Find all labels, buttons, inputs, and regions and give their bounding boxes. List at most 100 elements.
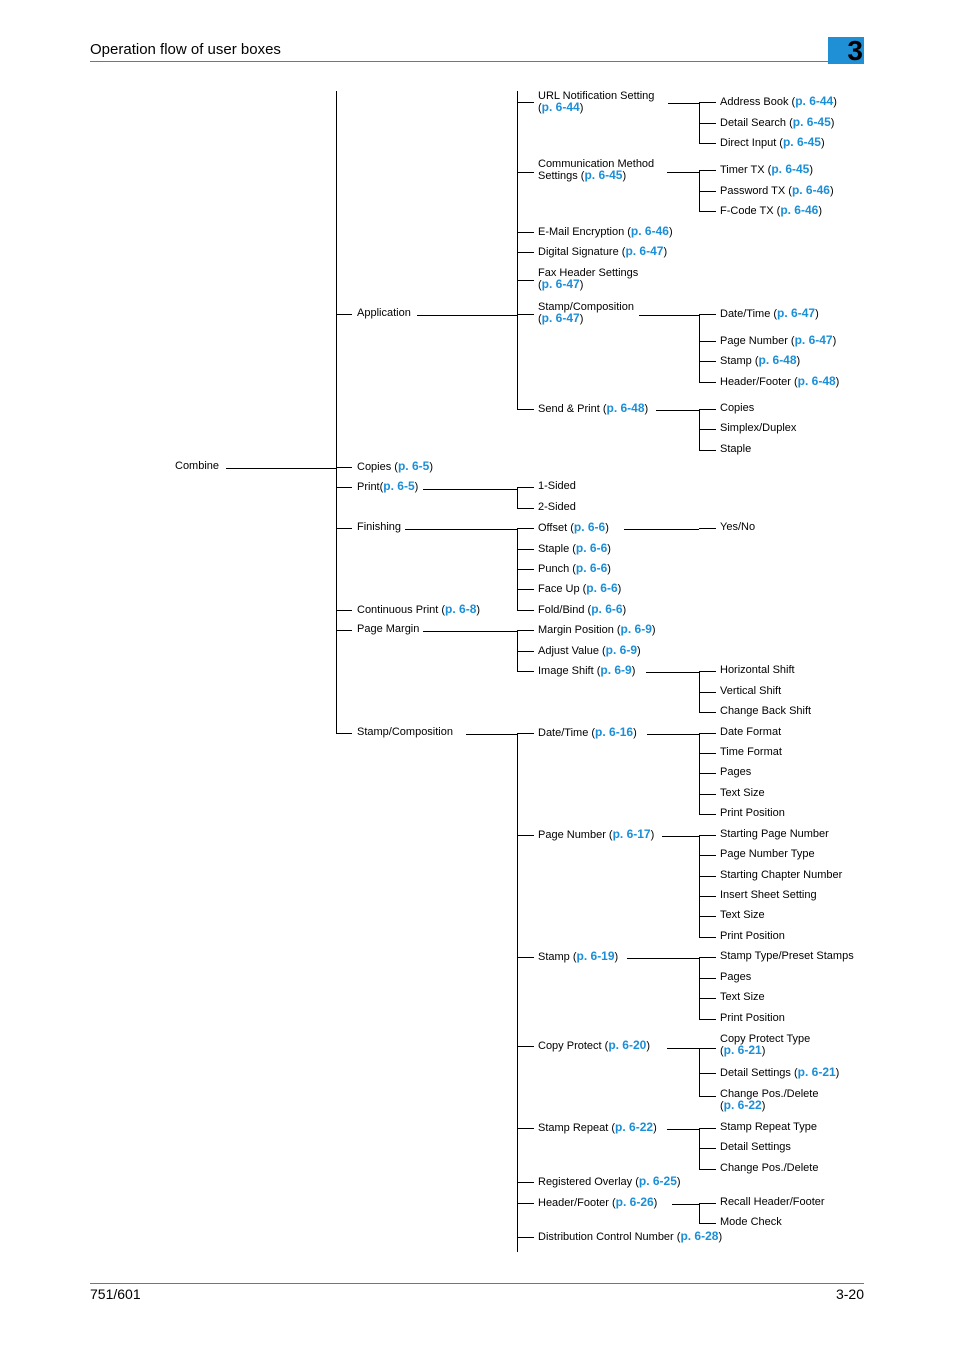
tree-node-text: Staple ( bbox=[538, 543, 576, 555]
tree-node-srt: Stamp Repeat Type bbox=[720, 1122, 817, 1133]
page-reference-link[interactable]: p. 6-21 bbox=[723, 1043, 762, 1057]
tree-node-text: Print Position bbox=[720, 930, 785, 942]
page-reference-link[interactable]: p. 6-5 bbox=[397, 459, 430, 473]
page-reference-link[interactable]: p. 6-5 bbox=[383, 479, 415, 493]
page-reference-link[interactable]: p. 6-17 bbox=[612, 827, 651, 841]
tree-node-text: Combine bbox=[175, 460, 220, 472]
tree-node-text: Stamp ( bbox=[538, 951, 577, 963]
tree-node-line: Communication Method bbox=[538, 159, 654, 170]
tree-node-text: Detail Settings ( bbox=[720, 1067, 798, 1079]
tree-node-line: 2-Sided bbox=[538, 502, 576, 513]
tree-node-sp: Send & Print (p. 6-48) bbox=[538, 401, 648, 415]
page-reference-link[interactable]: p. 6-26 bbox=[615, 1195, 654, 1209]
tree-node-pp1: Print Position bbox=[720, 808, 785, 819]
tree-node-line: Header/Footer (p. 6-48) bbox=[720, 374, 839, 388]
page-reference-link[interactable]: p. 6-6 bbox=[575, 561, 608, 575]
tree-node-line: Registered Overlay (p. 6-25) bbox=[538, 1174, 681, 1188]
tree-node-text: Stamp ( bbox=[720, 355, 759, 367]
tree-node-sd: Simplex/Duplex bbox=[720, 423, 796, 434]
page-reference-link[interactable]: p. 6-44 bbox=[795, 94, 834, 108]
tree-node-line: Text Size bbox=[720, 992, 765, 1003]
tree-node-text: ) bbox=[761, 1045, 766, 1057]
tree-node-line: F-Code TX (p. 6-46) bbox=[720, 203, 822, 217]
tree-node-line: Print Position bbox=[720, 931, 785, 942]
page-reference-link[interactable]: p. 6-47 bbox=[541, 311, 580, 325]
tree-node-text: URL Notification Setting bbox=[538, 90, 655, 102]
tree-node-app: Application bbox=[357, 308, 411, 319]
tree-node-text: Detail Settings bbox=[720, 1141, 791, 1153]
tree-node-cbs: Change Back Shift bbox=[720, 706, 811, 717]
page-reference-link[interactable]: p. 6-6 bbox=[573, 520, 606, 534]
tree-node-text: ) bbox=[622, 170, 627, 182]
tree-node-pp2: Print Position bbox=[720, 931, 785, 942]
tree-node-line: Detail Search (p. 6-45) bbox=[720, 115, 834, 129]
page-reference-link[interactable]: p. 6-9 bbox=[600, 663, 632, 677]
page-reference-link[interactable]: p. 6-6 bbox=[575, 541, 608, 555]
tree-node-text: Page Number ( bbox=[720, 335, 795, 347]
tree-node-line: Vertical Shift bbox=[720, 686, 781, 697]
page-reference-link[interactable]: p. 6-22 bbox=[615, 1120, 654, 1134]
page-reference-link[interactable]: p. 6-46 bbox=[630, 224, 669, 238]
tree-node-sc1: Stamp/Composition(p. 6-47) bbox=[538, 302, 634, 325]
tree-node-text: ) bbox=[614, 951, 619, 963]
tree-node-text: Text Size bbox=[720, 991, 765, 1003]
page-reference-link[interactable]: p. 6-9 bbox=[620, 622, 652, 636]
page-reference-link[interactable]: p. 6-8 bbox=[445, 602, 477, 616]
page-reference-link[interactable]: p. 6-46 bbox=[780, 203, 819, 217]
page-reference-link[interactable]: p. 6-6 bbox=[591, 602, 623, 616]
tree-node-line: Stamp/Composition bbox=[538, 302, 634, 313]
tree-node-line: Page Number (p. 6-17) bbox=[538, 827, 654, 841]
tree-node-text: ) bbox=[809, 164, 814, 176]
page-reference-link[interactable]: p. 6-25 bbox=[638, 1174, 677, 1188]
tree-node-cop1: Copies bbox=[720, 403, 754, 414]
tree-node-text: Print( bbox=[357, 481, 384, 493]
tree-node-text: ( bbox=[538, 279, 542, 291]
tree-node-text: ( bbox=[538, 313, 542, 325]
page-reference-link[interactable]: p. 6-48 bbox=[797, 374, 836, 388]
page-reference-link[interactable]: p. 6-47 bbox=[777, 306, 816, 320]
tree-node-line: Stamp Repeat (p. 6-22) bbox=[538, 1120, 657, 1134]
tree-node-text: ) bbox=[637, 645, 641, 657]
page-reference-link[interactable]: p. 6-9 bbox=[605, 643, 638, 657]
tree-node-fhs: Fax Header Settings(p. 6-47) bbox=[538, 268, 638, 291]
tree-node-text: ) bbox=[605, 522, 609, 534]
page-reference-link[interactable]: p. 6-19 bbox=[576, 949, 615, 963]
tree-node-text: F-Code TX ( bbox=[720, 205, 781, 217]
tree-node-text: Date Format bbox=[720, 726, 782, 738]
page-reference-link[interactable]: p. 6-48 bbox=[606, 401, 645, 415]
page-reference-link[interactable]: p. 6-48 bbox=[758, 353, 797, 367]
page-reference-link[interactable]: p. 6-47 bbox=[794, 333, 833, 347]
page-reference-link[interactable]: p. 6-45 bbox=[771, 162, 810, 176]
page-reference-link[interactable]: p. 6-47 bbox=[625, 244, 664, 258]
page-reference-link[interactable]: p. 6-44 bbox=[541, 100, 580, 114]
tree-node-tf: Time Format bbox=[720, 747, 782, 758]
page-reference-link[interactable]: p. 6-20 bbox=[608, 1038, 647, 1052]
tree-node-text: Image Shift ( bbox=[538, 665, 601, 677]
tree-node-line: (p. 6-21) bbox=[720, 1043, 810, 1057]
page-reference-link[interactable]: p. 6-6 bbox=[586, 581, 618, 595]
page-reference-link[interactable]: p. 6-47 bbox=[541, 277, 580, 291]
tree-node-text: Print Position bbox=[720, 807, 785, 819]
tree-node-line: Insert Sheet Setting bbox=[720, 890, 817, 901]
tree-node-line: 1-Sided bbox=[538, 481, 576, 492]
page-reference-link[interactable]: p. 6-21 bbox=[797, 1065, 836, 1079]
tree-node-df: Date Format bbox=[720, 727, 781, 738]
tree-node-prt: Print(p. 6-5) bbox=[357, 479, 418, 493]
page-reference-link[interactable]: p. 6-46 bbox=[791, 183, 830, 197]
tree-node-text: Address Book ( bbox=[720, 96, 796, 108]
page-reference-link[interactable]: p. 6-22 bbox=[723, 1098, 762, 1112]
page-reference-link[interactable]: p. 6-16 bbox=[595, 725, 634, 739]
page-reference-link[interactable]: p. 6-45 bbox=[584, 168, 623, 182]
page-reference-link[interactable]: p. 6-45 bbox=[782, 135, 821, 149]
page-reference-link[interactable]: p. 6-45 bbox=[792, 115, 831, 129]
tree-node-text: Fold/Bind ( bbox=[538, 604, 592, 616]
tree-node-pm: Page Margin bbox=[357, 624, 419, 635]
chapter-badge: 3 bbox=[828, 36, 864, 66]
tree-node-text: Send & Print ( bbox=[538, 403, 607, 415]
tree-node-line: Date/Time (p. 6-16) bbox=[538, 725, 637, 739]
page-reference-link[interactable]: p. 6-28 bbox=[680, 1229, 719, 1243]
tree-node-scn: Starting Chapter Number bbox=[720, 870, 842, 881]
tree-node-cpr: Copy Protect (p. 6-20) bbox=[538, 1038, 650, 1052]
tree-node-line: Combine bbox=[175, 461, 219, 472]
tree-node-line: Yes/No bbox=[720, 522, 755, 533]
